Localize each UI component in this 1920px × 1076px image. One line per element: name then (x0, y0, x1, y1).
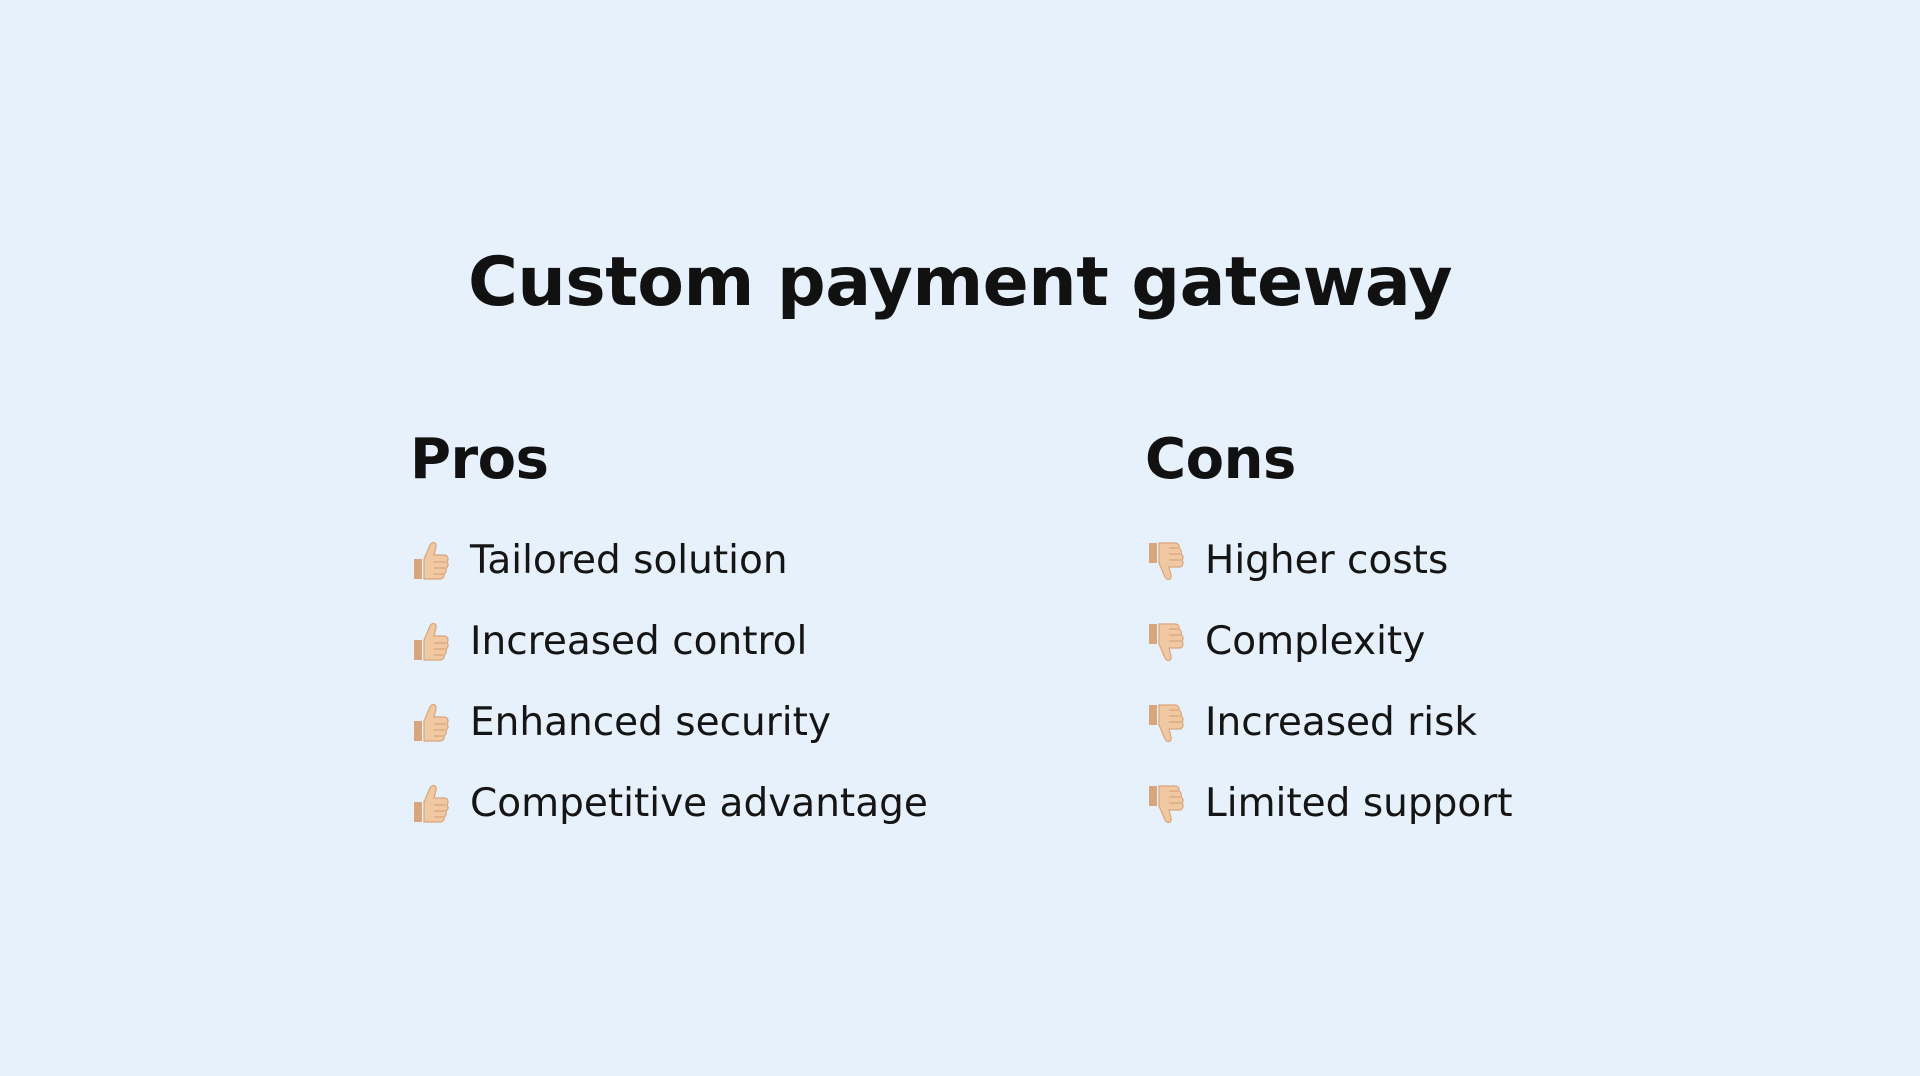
pros-item-label: Tailored solution (470, 537, 788, 583)
thumbs-up-icon (414, 784, 449, 823)
thumbs-up-icon (414, 541, 449, 580)
list-item: Limited support (1145, 763, 1513, 844)
thumbs-down-icon (1149, 784, 1184, 823)
cons-item-label: Increased risk (1205, 699, 1477, 745)
thumbs-up-icon (414, 622, 449, 661)
pros-item-label: Competitive advantage (470, 780, 928, 826)
pros-item-label: Enhanced security (470, 699, 831, 745)
pros-item-label: Increased control (470, 618, 808, 664)
list-item: Increased risk (1145, 682, 1513, 763)
cons-heading: Cons (1145, 427, 1296, 492)
list-item: Increased control (410, 601, 928, 682)
cons-column: Cons Higher costs Complexity (1145, 422, 1513, 844)
thumbs-down-icon (1149, 622, 1184, 661)
list-item: Competitive advantage (410, 763, 928, 844)
list-item: Enhanced security (410, 682, 928, 763)
thumbs-down-icon (1149, 703, 1184, 742)
pros-column: Pros Tailored solution Increased control (410, 422, 928, 844)
pros-heading: Pros (410, 427, 549, 492)
list-item: Tailored solution (410, 520, 928, 601)
cons-list: Higher costs Complexity Increased risk (1145, 520, 1513, 844)
cons-item-label: Higher costs (1205, 537, 1449, 583)
cons-item-label: Complexity (1205, 618, 1426, 664)
thumbs-up-icon (414, 703, 449, 742)
pros-list: Tailored solution Increased control Enha… (410, 520, 928, 844)
list-item: Higher costs (1145, 520, 1513, 601)
cons-item-label: Limited support (1205, 780, 1513, 826)
list-item: Complexity (1145, 601, 1513, 682)
thumbs-down-icon (1149, 541, 1184, 580)
page-title: Custom payment gateway (467, 243, 1453, 322)
